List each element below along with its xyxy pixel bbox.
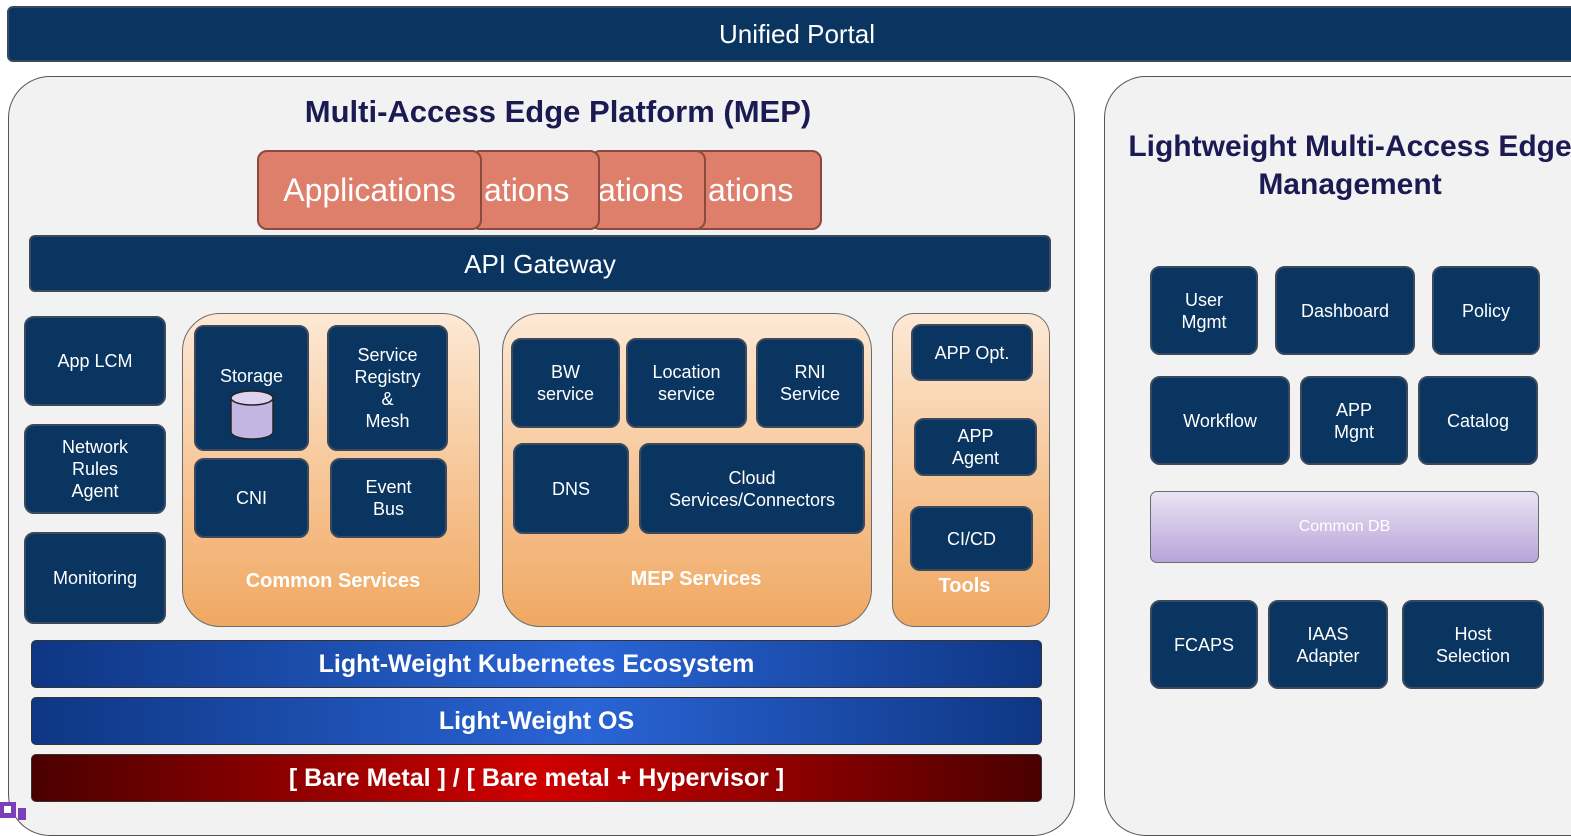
- mep-title: Multi-Access Edge Platform (MEP): [304, 94, 812, 129]
- service-registry-mesh-box[interactable]: Service Registry & Mesh: [327, 325, 448, 451]
- mep-services-label: MEP Services: [630, 568, 762, 590]
- ci-cd-box[interactable]: CI/CD: [910, 506, 1033, 571]
- bare-metal-layer[interactable]: [ Bare Metal ] / [ Bare metal + Hypervis…: [31, 754, 1042, 802]
- app-agent-box[interactable]: APP Agent: [914, 418, 1037, 476]
- os-layer[interactable]: Light-Weight OS: [31, 697, 1042, 745]
- application-card-3[interactable]: ations: [590, 150, 706, 230]
- app-opt-box[interactable]: APP Opt.: [911, 324, 1033, 381]
- location-service-box[interactable]: Location service: [626, 338, 747, 428]
- iaas-adapter-box[interactable]: IAAS Adapter: [1268, 600, 1388, 689]
- application-card-1[interactable]: Applications: [257, 150, 482, 230]
- cloud-services-connectors-box[interactable]: Cloud Services/Connectors: [639, 443, 865, 534]
- api-gateway[interactable]: API Gateway: [29, 235, 1051, 292]
- host-selection-box[interactable]: Host Selection: [1402, 600, 1544, 689]
- dns-box[interactable]: DNS: [513, 443, 629, 534]
- application-card-4[interactable]: ations: [690, 150, 822, 230]
- common-db-box[interactable]: Common DB: [1150, 491, 1539, 563]
- monitoring-box[interactable]: Monitoring: [24, 532, 166, 624]
- logo-icon: [0, 802, 26, 820]
- dashboard-box[interactable]: Dashboard: [1275, 266, 1415, 355]
- storage-box[interactable]: Storage: [194, 325, 309, 451]
- application-card-2[interactable]: ations: [470, 150, 600, 230]
- user-mgmt-box[interactable]: User Mgmt: [1150, 266, 1258, 355]
- database-icon: [229, 390, 274, 440]
- catalog-box[interactable]: Catalog: [1418, 376, 1538, 465]
- rni-service-box[interactable]: RNI Service: [756, 338, 864, 428]
- event-bus-box[interactable]: Event Bus: [330, 458, 447, 538]
- bw-service-box[interactable]: BW service: [511, 338, 620, 428]
- network-rules-agent-box[interactable]: Network Rules Agent: [24, 424, 166, 514]
- app-mgnt-box[interactable]: APP Mgnt: [1300, 376, 1408, 465]
- cni-box[interactable]: CNI: [194, 458, 309, 538]
- unified-portal-label: Unified Portal: [718, 19, 876, 49]
- app-lcm-box[interactable]: App LCM: [24, 316, 166, 406]
- fcaps-box[interactable]: FCAPS: [1150, 600, 1258, 689]
- tools-label: Tools: [938, 575, 991, 597]
- policy-box[interactable]: Policy: [1432, 266, 1540, 355]
- workflow-box[interactable]: Workflow: [1150, 376, 1290, 465]
- common-services-label: Common Services: [245, 570, 421, 592]
- unified-portal-bar[interactable]: Unified Portal: [7, 6, 1571, 62]
- management-title: Lightweight Multi-Access Edge Management: [1128, 130, 1571, 201]
- kubernetes-layer[interactable]: Light-Weight Kubernetes Ecosystem: [31, 640, 1042, 688]
